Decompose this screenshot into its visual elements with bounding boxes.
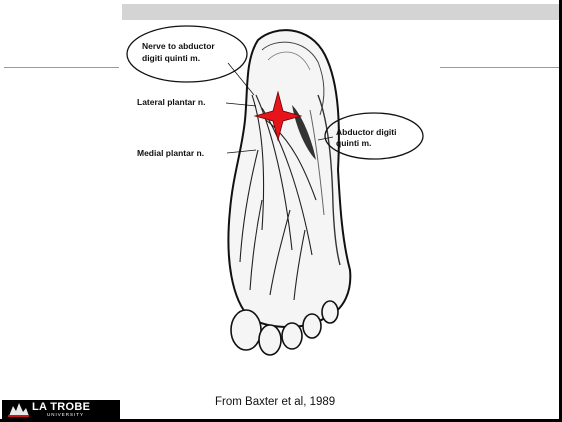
label-medial-plantar: Medial plantar n. [137,148,204,158]
label-nerve-to-abductor-1: Nerve to abductor [142,41,215,51]
label-lateral-plantar: Lateral plantar n. [137,97,206,107]
source-caption: From Baxter et al, 1989 [215,396,335,408]
logo-subtitle: UNIVERSITY [47,412,84,417]
label-abductor-digiti-2: quinti m. [336,138,371,148]
label-nerve-to-abductor-2: digiti quinti m. [142,53,200,63]
latrobe-logo: LA TROBE UNIVERSITY [2,400,120,419]
label-abductor-digiti-1: Abductor digiti [336,127,396,137]
latrobe-logo-icon [5,400,31,419]
